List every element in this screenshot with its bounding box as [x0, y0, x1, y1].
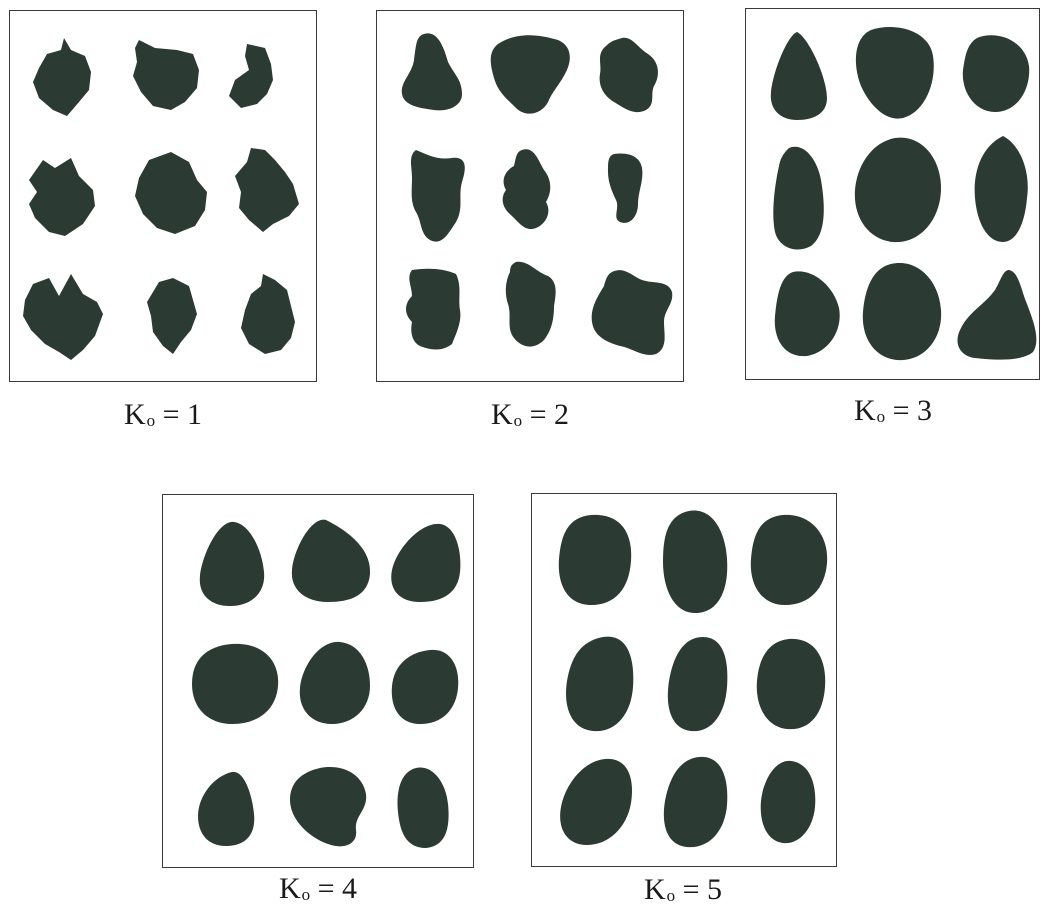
particle: [600, 38, 658, 112]
particle: [608, 154, 642, 223]
panel-label: Ko = 3: [793, 394, 993, 428]
particle: [957, 270, 1036, 360]
panel-label-value: = 5: [675, 873, 722, 906]
particle: [856, 27, 934, 119]
panel-label: Ko = 1: [63, 398, 263, 432]
panel-label-sub: o: [667, 886, 676, 905]
panel-label-base: K: [279, 872, 301, 905]
particle: [757, 639, 825, 729]
particle: [503, 149, 551, 229]
particle: [863, 263, 941, 360]
particle: [855, 138, 941, 243]
panel-label-sub: o: [877, 407, 886, 426]
particle: [773, 147, 823, 250]
particle: [559, 515, 631, 605]
particle: [771, 32, 827, 120]
particle: [147, 278, 197, 354]
particle: [566, 637, 633, 732]
particle: [198, 772, 254, 846]
panel-label-sub: o: [302, 885, 311, 904]
panel-label-value: = 2: [522, 398, 569, 431]
panel-label-base: K: [124, 398, 146, 431]
panel-label-value: = 3: [885, 394, 932, 427]
panel-label-base: K: [854, 394, 876, 427]
particle: [402, 33, 462, 110]
particle: [229, 44, 273, 108]
particle: [761, 761, 816, 843]
particle: [398, 767, 449, 848]
particle: [411, 150, 465, 242]
particle: [975, 136, 1028, 242]
particle-grid: [9, 10, 317, 382]
panel-label-sub: o: [147, 411, 156, 430]
particle: [192, 644, 278, 724]
panel-label-base: K: [644, 873, 666, 906]
panel-label-base: K: [491, 398, 513, 431]
particle: [775, 271, 840, 356]
particle: [23, 274, 103, 360]
particle: [668, 637, 728, 731]
particle: [33, 38, 91, 116]
panel-label-value: = 4: [310, 872, 357, 905]
particle: [392, 650, 459, 724]
particle: [235, 148, 299, 232]
particle: [29, 158, 95, 236]
particle: [292, 520, 370, 602]
particle: [963, 35, 1029, 112]
particle: [290, 767, 366, 846]
particle: [506, 262, 556, 347]
particle: [491, 35, 570, 113]
panel-label: Ko = 5: [583, 873, 783, 907]
panel-label: Ko = 2: [430, 398, 630, 432]
particle: [592, 270, 673, 355]
particle-grid: [376, 10, 684, 382]
panel-label: Ko = 4: [218, 872, 418, 906]
particle: [751, 515, 827, 605]
particle-grid: [531, 493, 837, 867]
particle: [135, 152, 207, 234]
particle: [200, 522, 264, 606]
particle: [391, 524, 460, 602]
particle: [133, 40, 199, 110]
particle: [406, 269, 460, 350]
particle: [560, 759, 632, 845]
particle: [300, 642, 370, 724]
particle: [664, 757, 727, 847]
particle: [241, 274, 295, 354]
particle-grid: [745, 8, 1040, 380]
particle-grid: [162, 494, 474, 868]
panel-label-value: = 1: [155, 398, 202, 431]
panel-label-sub: o: [514, 411, 523, 430]
particle: [663, 511, 727, 613]
